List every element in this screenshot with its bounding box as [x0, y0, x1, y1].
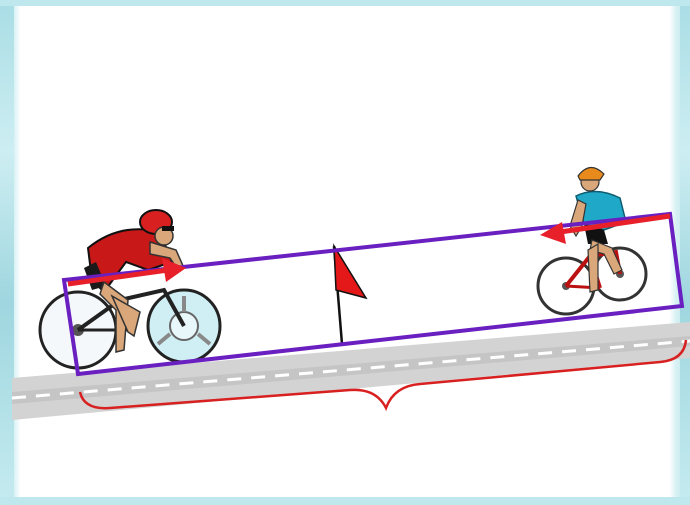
flag-icon — [334, 246, 366, 344]
road-cyclist-icon — [538, 167, 646, 314]
